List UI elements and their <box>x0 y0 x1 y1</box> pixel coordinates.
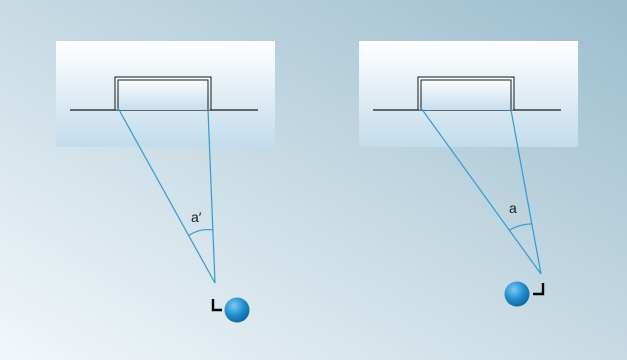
goal-frame <box>417 76 515 110</box>
sight-line-far-post <box>207 109 216 284</box>
player-icon <box>504 281 530 307</box>
angle-label: a′ <box>191 209 202 225</box>
left-panel: a′ <box>56 41 275 323</box>
player-icon <box>224 297 250 323</box>
angle-arc <box>508 223 532 231</box>
player-marker <box>533 283 545 296</box>
sight-line-near-post <box>420 107 542 275</box>
goal-frame <box>114 76 212 110</box>
angle-arc <box>188 228 213 237</box>
right-panel: a <box>359 41 578 307</box>
angle-label: a <box>509 200 517 216</box>
player-marker <box>211 299 222 312</box>
sight-line-near-post <box>117 107 216 284</box>
sight-line-far-post <box>510 109 542 275</box>
